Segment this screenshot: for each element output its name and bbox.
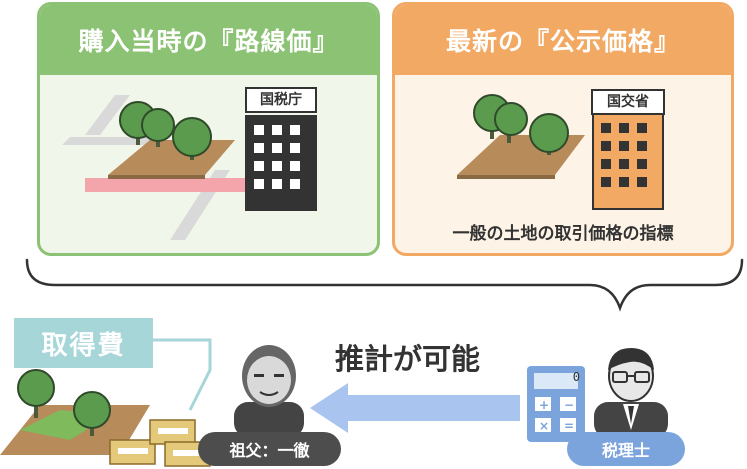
building-sign: 国税庁 bbox=[245, 87, 317, 113]
road-line bbox=[62, 137, 160, 145]
left-arrow-icon bbox=[310, 383, 520, 433]
grandfather-name-label: 祖父：一徹 bbox=[198, 432, 341, 466]
grouping-brace bbox=[25, 258, 744, 312]
rosenka-illustration bbox=[62, 95, 317, 240]
koji-kakaku-illustration bbox=[457, 94, 664, 210]
land-and-money-illustration bbox=[0, 338, 212, 467]
calculator-display: 0 bbox=[572, 370, 580, 384]
koji-kakaku-caption: 一般の土地の取引価格の指標 bbox=[452, 224, 674, 244]
building-sign: 国交省 bbox=[591, 89, 665, 115]
grandfather-avatar bbox=[234, 345, 304, 435]
koji-kakaku-title: 最新の『公示価格』 bbox=[395, 5, 731, 75]
land-parcel bbox=[108, 140, 235, 175]
svg-text:−: − bbox=[564, 398, 574, 412]
tax-accountant-label: 税理士 bbox=[567, 432, 685, 466]
acquisition-cost-label: 取得費 bbox=[14, 318, 153, 368]
trees bbox=[17, 369, 111, 436]
trees bbox=[119, 101, 212, 160]
road-line bbox=[85, 95, 130, 135]
connector-line bbox=[188, 338, 212, 411]
estimate-possible-text: 推計が可能 bbox=[335, 342, 481, 376]
koji-kakaku-panel: 最新の『公示価格』 国交省 一般の土地の取引価格の指標 bbox=[392, 2, 734, 256]
money-stacks-icon bbox=[109, 419, 211, 467]
svg-text:+: + bbox=[539, 398, 549, 412]
rosenka-title: 購入当時の『路線価』 bbox=[40, 5, 377, 75]
calculator-icon: + − × = bbox=[527, 366, 585, 442]
svg-text:×: × bbox=[539, 419, 549, 433]
trees bbox=[473, 94, 569, 155]
rosenka-road-highlight bbox=[85, 178, 245, 192]
tax-accountant-avatar bbox=[594, 348, 668, 438]
svg-text:=: = bbox=[564, 419, 574, 433]
rosenka-panel: 購入当時の『路線価』 国税庁 bbox=[37, 2, 380, 256]
